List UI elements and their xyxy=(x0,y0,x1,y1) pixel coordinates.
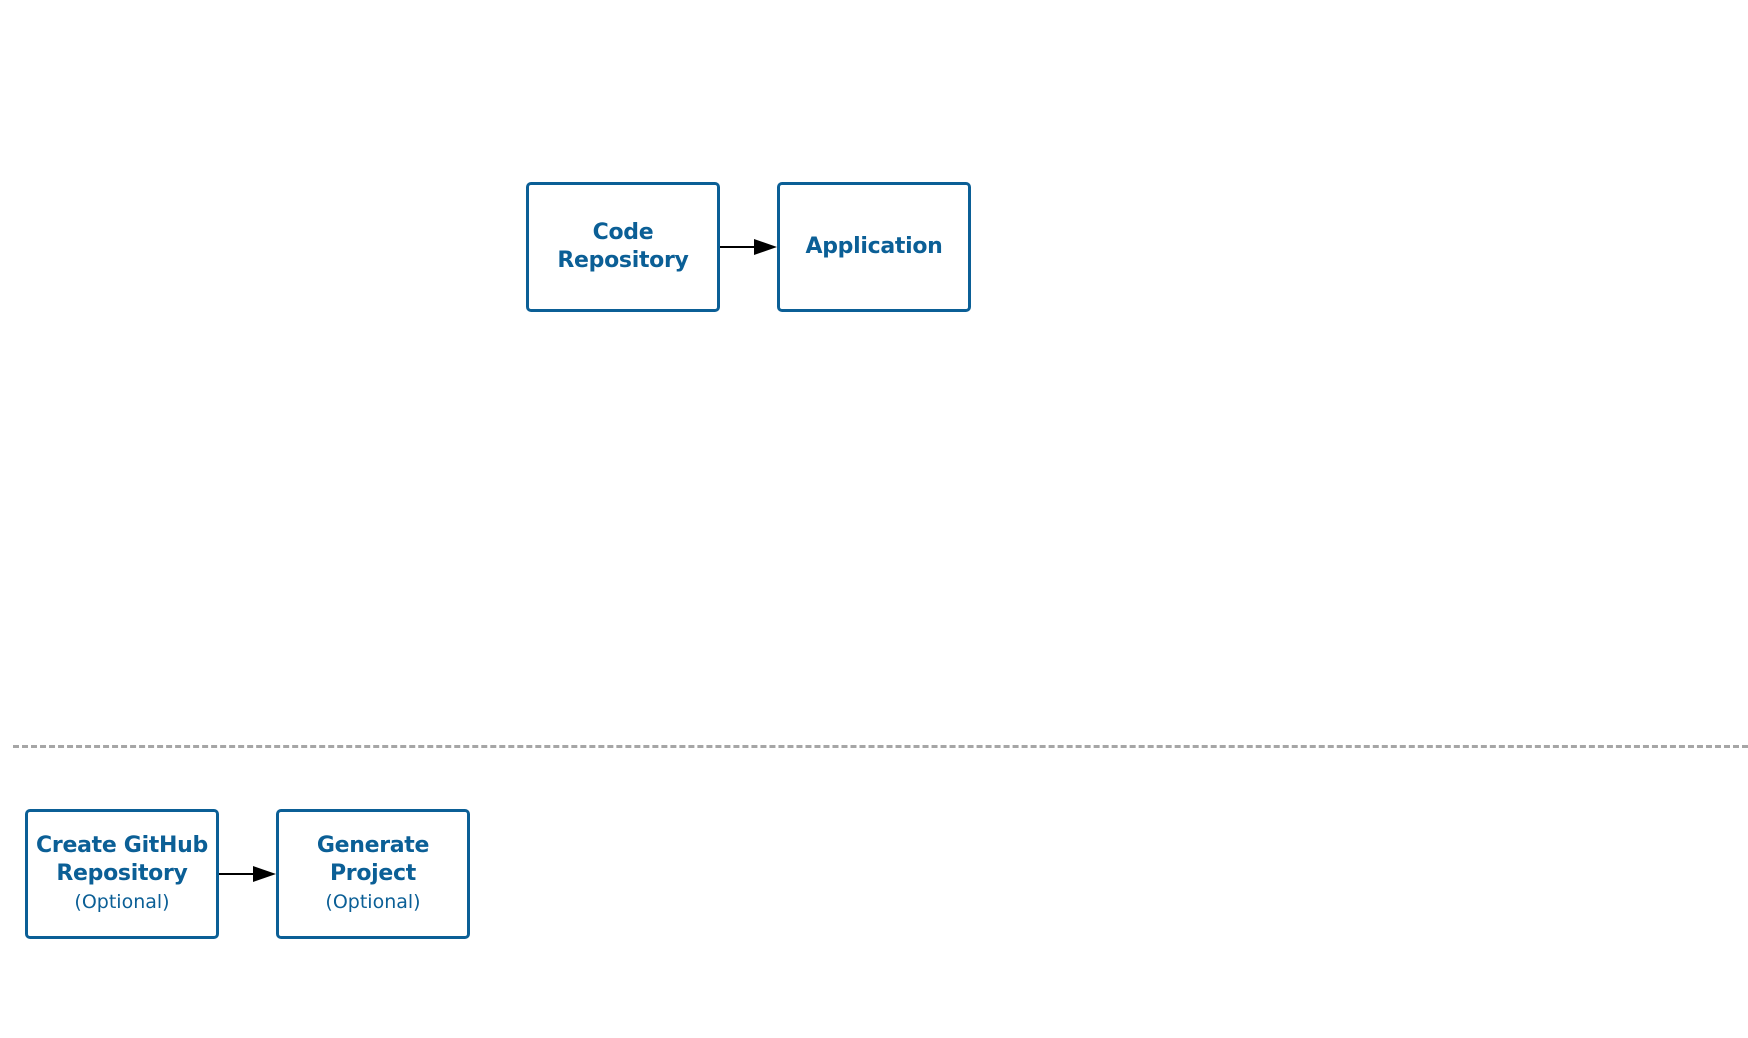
code-repository-label: Code Repository xyxy=(557,220,689,273)
create-github-repository-node: Create GitHub Repository (Optional) xyxy=(25,809,219,939)
application-label: Application xyxy=(805,234,943,259)
arrow-code-repository-to-application xyxy=(720,239,777,255)
generate-project-node: Generate Project (Optional) xyxy=(276,809,470,939)
code-repository-node: Code Repository xyxy=(526,182,720,312)
arrow-create-github-to-generate-project xyxy=(219,866,276,882)
generate-project-label: Generate Project xyxy=(316,833,430,886)
lane-divider xyxy=(13,745,1748,748)
create-github-repository-note: (Optional) xyxy=(74,891,170,913)
create-github-repository-label: Create GitHub Repository xyxy=(36,833,208,886)
application-node: Application xyxy=(777,182,971,312)
generate-project-note: (Optional) xyxy=(325,891,421,913)
